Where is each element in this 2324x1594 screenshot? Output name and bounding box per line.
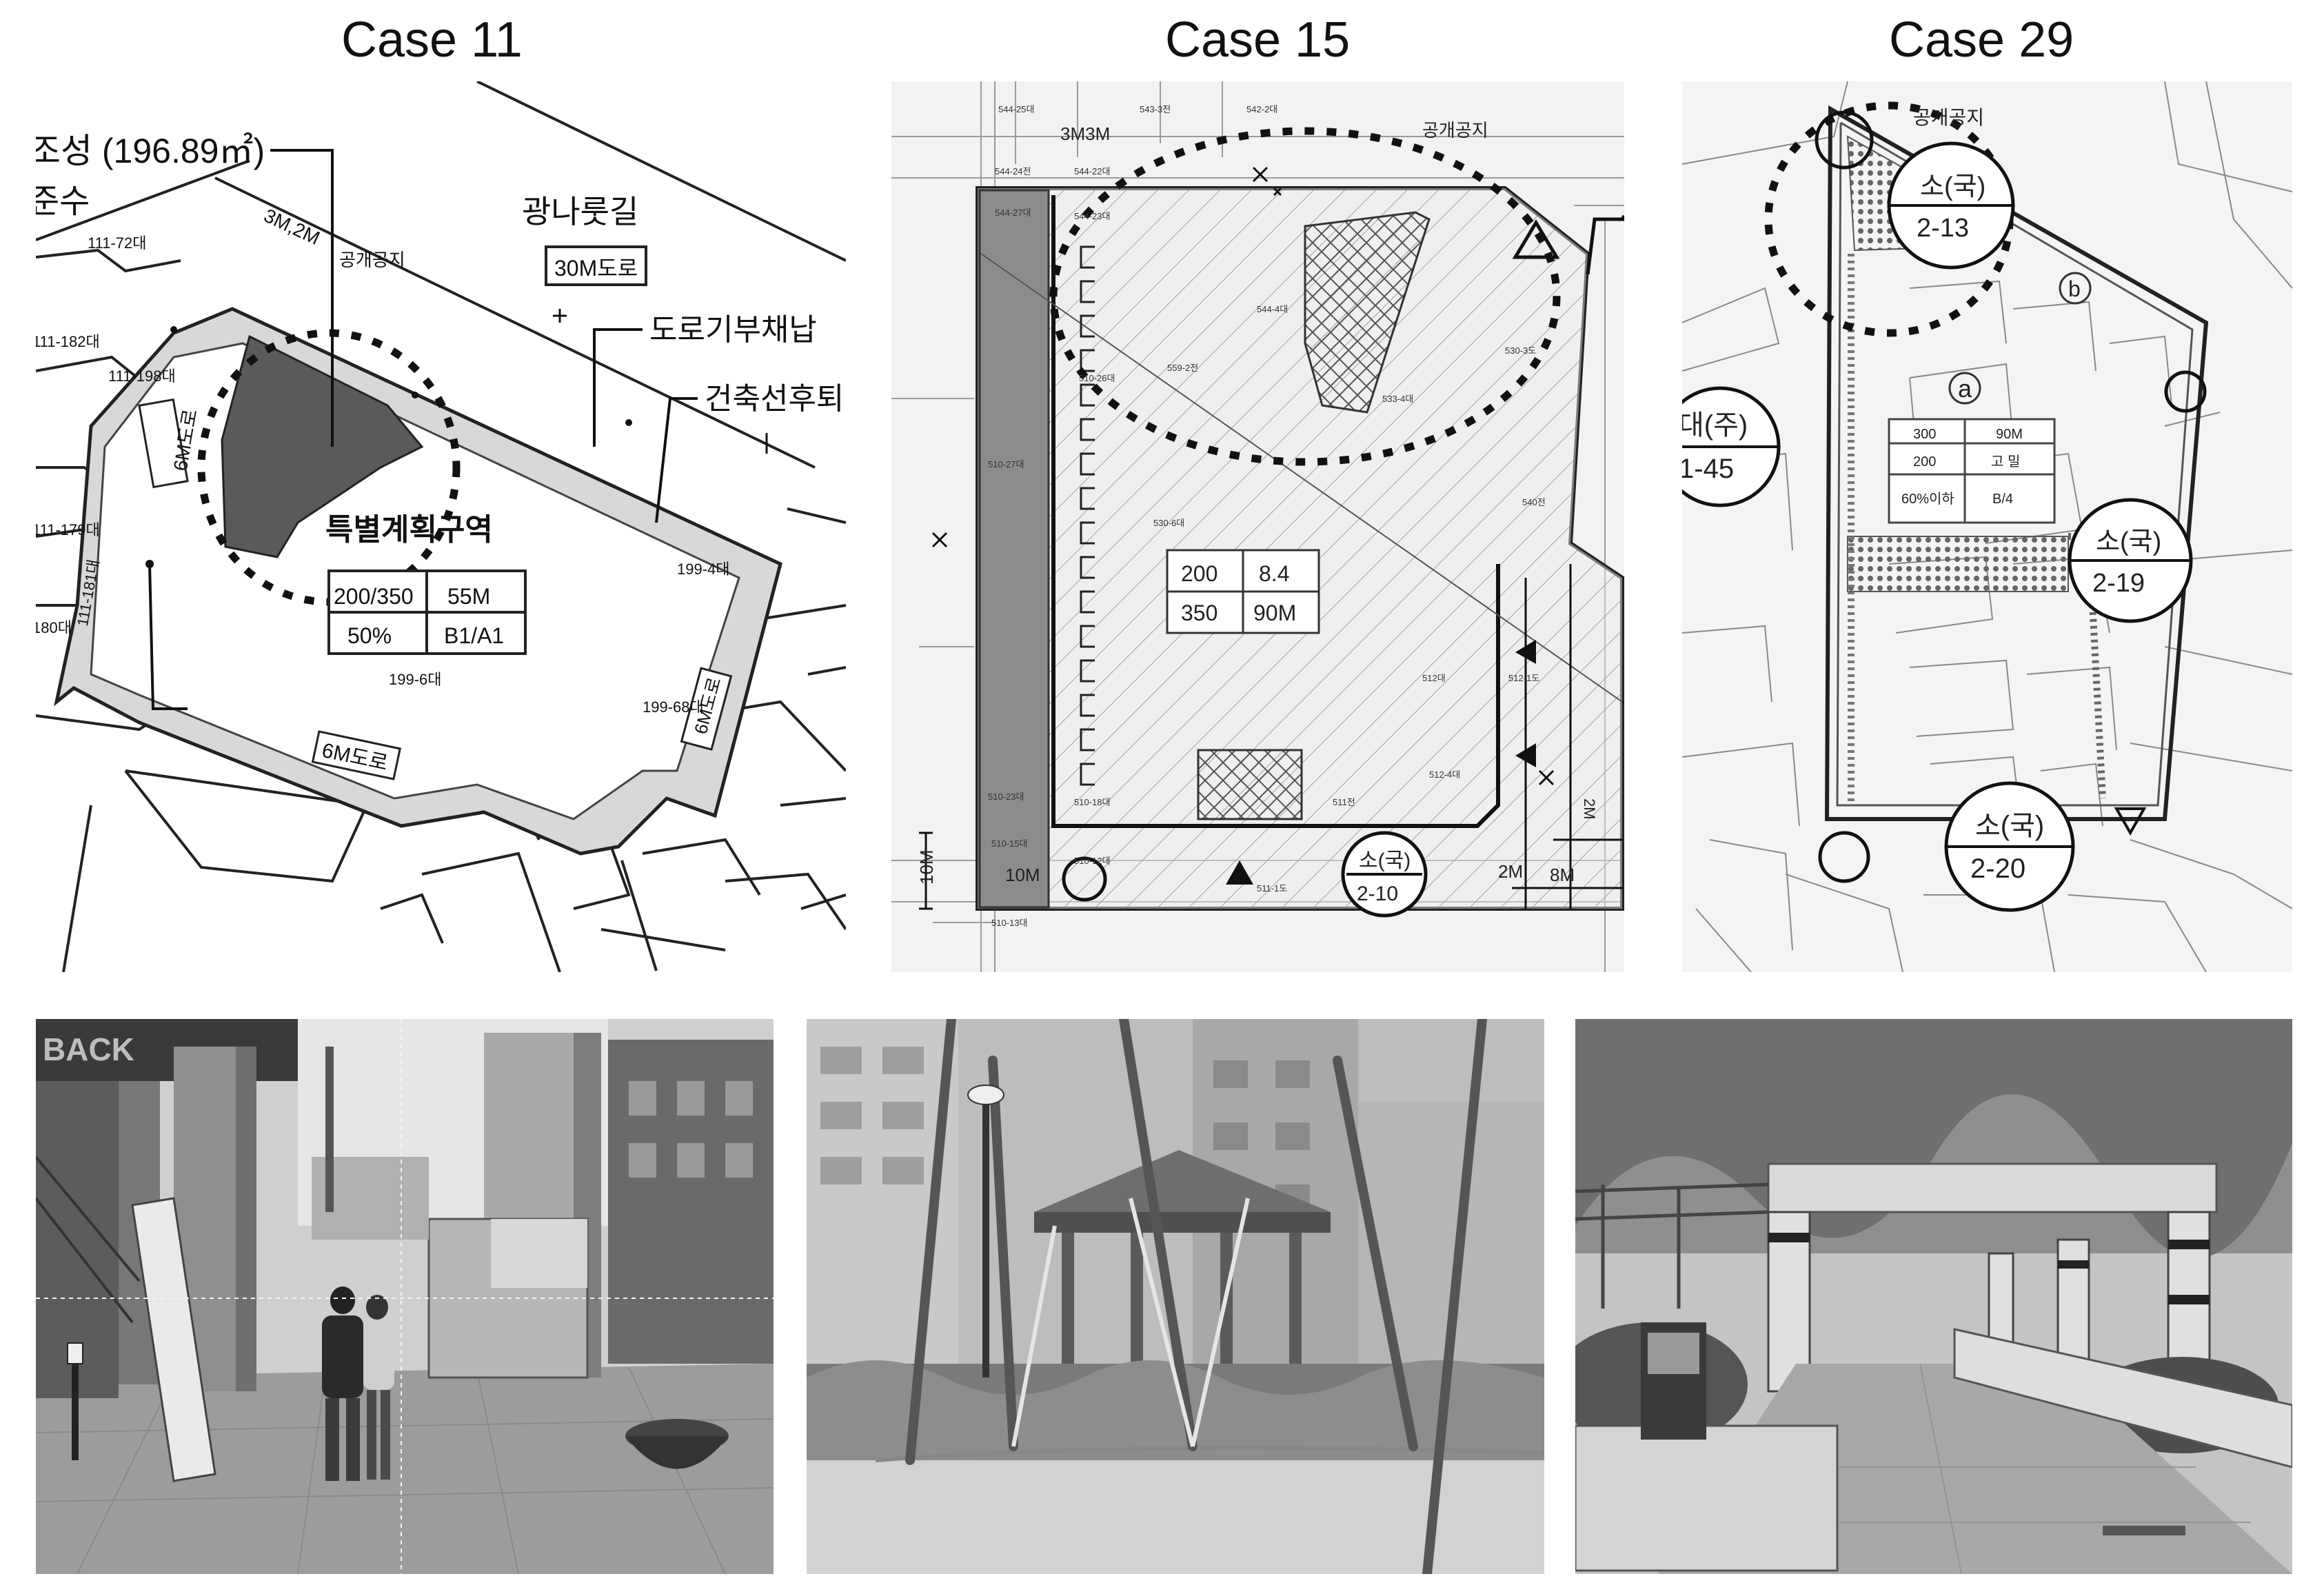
parcel-11: 530-3도 <box>1505 345 1536 356</box>
public-space-label: 공개공지 <box>1422 120 1488 141</box>
table-cell-1: 200/350 <box>334 584 414 609</box>
road-name: 광나룻길 <box>522 194 638 230</box>
dim-8m: 8M <box>1550 865 1575 885</box>
road-circle-bottom: 2-10 <box>1357 882 1398 905</box>
circle-a-top: 소(국) <box>1920 172 1985 201</box>
case-29-photo <box>1575 1019 2292 1574</box>
circle-c-bottom: 2-19 <box>2092 569 2145 598</box>
case-29-title: Case 29 <box>1889 12 2074 68</box>
road-box-label: 30M도로 <box>554 256 638 281</box>
parcel-a: 199-4대 <box>677 561 730 578</box>
parcel-21: 510-13대 <box>991 918 1027 928</box>
table-cell-1: 300 <box>1913 427 1936 442</box>
parcel-main: 199-6대 <box>389 671 442 688</box>
table-cell-2: 90M <box>1996 427 2023 442</box>
table-cell-4: 고 밀 <box>1991 454 2020 470</box>
dim-left: 10M <box>916 849 937 885</box>
case-15-photo <box>807 1019 1544 1574</box>
circle-d-bottom: 2-20 <box>1970 854 2025 884</box>
road-donation-label: 도로기부채납 <box>649 313 817 347</box>
table-cell-4: 90M <box>1253 601 1296 625</box>
circle-d-top: 소(국) <box>1975 811 2044 841</box>
parcel-16: 512-4대 <box>1429 769 1460 780</box>
dim-top: 3M3M <box>1060 123 1110 144</box>
dim-10m: 10M <box>1005 865 1040 885</box>
case-11-title: Case 11 <box>341 12 523 68</box>
dim-2m-v: 2M <box>1581 798 1598 820</box>
parcel-17: 510-23대 <box>988 791 1024 802</box>
lot-label-1: 111-72대 <box>88 234 146 252</box>
parcel-3: 542-2대 <box>1246 104 1277 114</box>
parcel-25: 559-2전 <box>1167 363 1198 373</box>
table-cell-1: 200 <box>1181 561 1217 586</box>
photo-1-sign: BACK <box>43 1031 134 1067</box>
circle-b-bottom: 1-45 <box>1682 454 1734 484</box>
lot-label-3: 111-198대 <box>108 367 176 385</box>
table-cell-3: 350 <box>1181 601 1217 625</box>
mark-a: a <box>1958 374 1972 403</box>
parcel-22: 510-12대 <box>1074 856 1110 866</box>
case-11-photo: BACK <box>36 1019 774 1574</box>
parcel-8: 544-4대 <box>1257 304 1288 314</box>
case-11-site-plan: 조성 (196.89㎡) 준수 광나룻길 30M도로 공개공지 3M,2M 도로… <box>36 81 846 972</box>
parcel-10: 510-27대 <box>988 459 1024 470</box>
parcel-15: 512-1도 <box>1508 673 1539 683</box>
area-label: 조성 (196.89㎡) <box>36 132 265 170</box>
table-cell-3: 200 <box>1913 454 1936 470</box>
circle-c-top: 소(국) <box>2096 527 2161 556</box>
parcel-1: 544-25대 <box>998 104 1034 114</box>
parcel-7: 544-23대 <box>1074 211 1110 221</box>
parcel-13: 540전 <box>1522 497 1546 507</box>
parcel-20: 510-15대 <box>991 838 1027 849</box>
circle-b-top: 대(주) <box>1682 410 1748 441</box>
parcel-5: 544-22대 <box>1074 166 1110 176</box>
lot-label-4: 111-179대 <box>36 521 100 538</box>
case-15-site-plan: 공개공지 3M3M 10M 10M 2M 8M 2M 200 8.4 350 9… <box>891 81 1624 972</box>
parcel-24: 530-6대 <box>1153 518 1184 528</box>
road-circle-top: 소(국) <box>1359 849 1411 872</box>
parcel-9: 510-26대 <box>1079 373 1115 383</box>
public-space-label: 공개공지 <box>339 250 405 270</box>
parcel-6: 544-27대 <box>995 208 1031 218</box>
parcel-12: 533-4대 <box>1382 394 1413 404</box>
lot-label-2: 111-182대 <box>36 333 100 350</box>
table-cell-5: 60%이하 <box>1901 491 1954 507</box>
table-cell-3: 50% <box>347 623 392 648</box>
case-29-site-plan: 공개공지 소(국) 2-13 대(주) 1-45 소(국) 2-19 소(국) … <box>1682 81 2292 972</box>
parcel-19: 511-1도 <box>1257 883 1287 894</box>
lot-label-6: 180대 <box>36 619 72 636</box>
parcel-23: 511전 <box>1333 797 1355 807</box>
table-cell-2: 8.4 <box>1259 561 1289 586</box>
parcel-14: 512대 <box>1422 673 1446 683</box>
dim-2m: 2M <box>1498 861 1523 882</box>
parcel-4: 544-24전 <box>995 166 1031 176</box>
table-cell-6: B/4 <box>1992 492 2013 507</box>
circle-a-bottom: 2-13 <box>1917 214 1969 243</box>
table-cell-2: 55M <box>447 584 490 609</box>
mark-b: b <box>2068 276 2081 301</box>
parcel-b: 199-68대 <box>643 698 704 716</box>
preserve-label: 준수 <box>36 183 90 220</box>
building-line-label: 건축선후퇴 <box>705 382 844 416</box>
parcel-2: 543-3전 <box>1140 104 1171 114</box>
parcel-18: 510-18대 <box>1074 797 1110 807</box>
table-cell-4: B1/A1 <box>444 623 504 648</box>
district-label: 특별계획구역 <box>325 513 493 547</box>
public-space-label: 공개공지 <box>1913 107 1984 128</box>
case-15-title: Case 15 <box>1165 12 1351 68</box>
